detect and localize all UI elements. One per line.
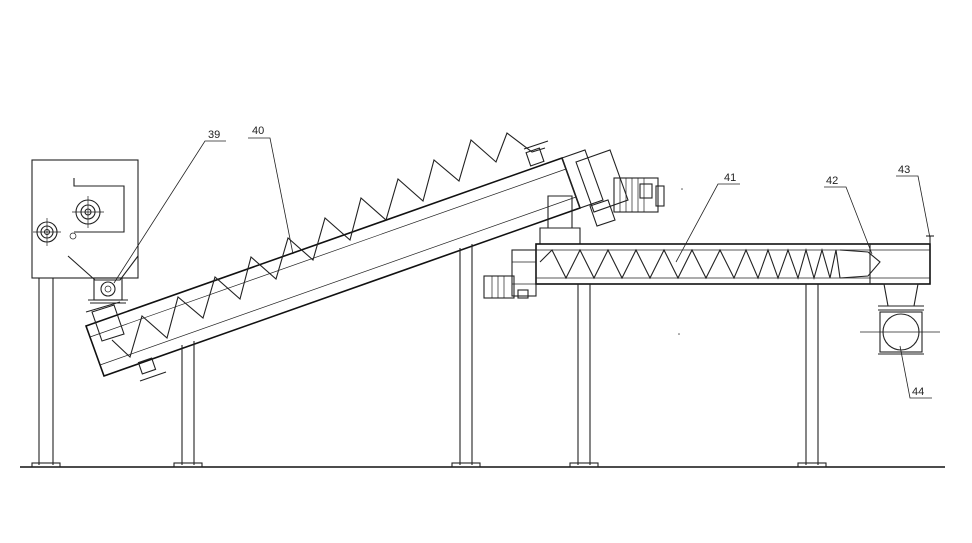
horizontal-supports [569, 284, 827, 468]
leader-41 [675, 183, 740, 263]
speck [678, 333, 680, 335]
discharge-outlet [860, 283, 940, 355]
leader-39 [113, 140, 226, 284]
leader-42 [824, 186, 873, 255]
label-43: 43 [898, 164, 910, 176]
hopper-unit [31, 159, 139, 468]
leader-43 [896, 175, 931, 239]
horizontal-screw-conveyor [483, 195, 934, 299]
label-39: 39 [208, 129, 220, 141]
leader-40 [248, 137, 294, 255]
label-44: 44 [912, 386, 924, 398]
label-42: 42 [826, 175, 838, 187]
inclined-screw-conveyor [84, 132, 604, 382]
speck [681, 188, 683, 190]
inclined-supports [173, 244, 481, 468]
leader-44 [899, 345, 932, 399]
inclined-drive-motor [575, 149, 665, 227]
label-41: 41 [724, 172, 736, 184]
label-40: 40 [252, 125, 264, 137]
